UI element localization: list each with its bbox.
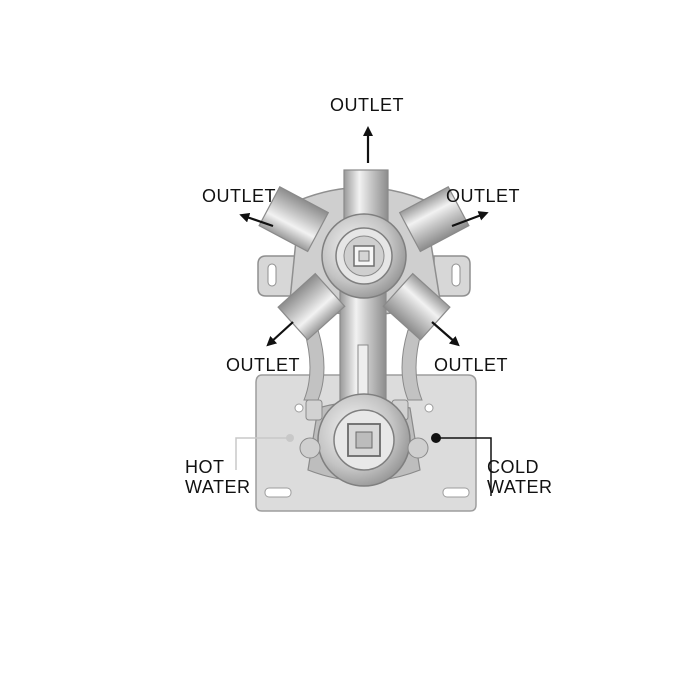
outlet-label-upper-left: OUTLET — [202, 186, 277, 206]
diverter-hub — [321, 213, 407, 299]
mounting-slot — [264, 487, 292, 498]
cold-label-line1: COLD — [487, 457, 540, 477]
hot-label-line1: HOT — [185, 457, 225, 477]
arrow-lower-right-icon — [431, 321, 460, 347]
outlet-label-lower-right: OUTLET — [434, 355, 509, 375]
mounting-hole — [424, 403, 434, 413]
outlet-label-top: OUTLET — [330, 95, 405, 115]
outlet-arrows — [239, 126, 489, 347]
cold-label-line2: WATER — [487, 477, 553, 497]
arrow-upper-right-icon — [451, 211, 489, 228]
hot-leader-line — [235, 437, 290, 470]
hot-label-line2: WATER — [185, 477, 251, 497]
mounting-slot — [442, 487, 470, 498]
cold-leader — [431, 433, 492, 496]
arrow-lower-left-icon — [266, 321, 294, 347]
mounting-hole — [294, 403, 304, 413]
cold-water-label: COLD WATER — [487, 457, 553, 497]
stem-slot — [357, 344, 369, 396]
outlet-label-lower-left: OUTLET — [226, 355, 301, 375]
mixing-valve-body — [299, 393, 429, 487]
hot-water-label: HOT WATER — [185, 457, 251, 497]
right-rail — [401, 329, 423, 401]
outlet-label-upper-right: OUTLET — [446, 186, 521, 206]
cold-leader-line — [436, 437, 492, 496]
left-rail — [303, 329, 325, 401]
arrow-upper-left-icon — [239, 212, 274, 228]
